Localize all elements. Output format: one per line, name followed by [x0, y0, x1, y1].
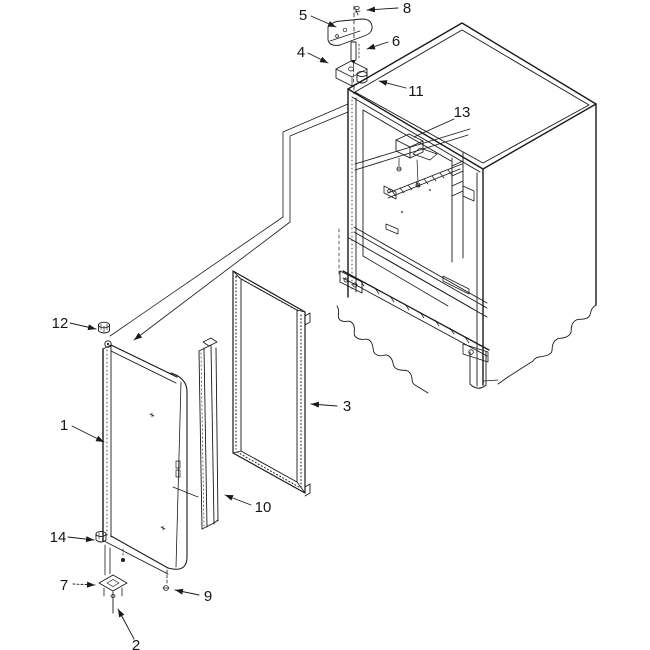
- callout-label-6: 6: [392, 33, 400, 50]
- callout-label-7: 7: [60, 577, 68, 594]
- cabinet-outline: [337, 23, 596, 393]
- callout-labels: 1 2 3 4 5 6 7 8 9 10 11 12 13 14: [50, 0, 471, 650]
- callout-label-2: 2: [132, 637, 140, 650]
- callout-label-11: 11: [408, 83, 424, 100]
- door-gasket: [233, 271, 310, 496]
- center-hinge-bracket: [396, 134, 437, 187]
- leader-line-12: [70, 323, 96, 331]
- callout-label-10: 10: [255, 499, 272, 516]
- mullion-strip: [199, 338, 218, 529]
- callout-label-5: 5: [299, 7, 307, 24]
- hinge-grommet: [357, 72, 367, 84]
- leader-line-3: [311, 401, 337, 408]
- callout-label-13: 13: [454, 104, 471, 121]
- leader-lines: [68, 6, 454, 639]
- leader-line-14: [68, 536, 94, 543]
- hinge-cover: [328, 19, 372, 45]
- callout-label-3: 3: [343, 398, 351, 415]
- leader-line-9: [175, 588, 199, 595]
- leader-line-5: [311, 16, 336, 27]
- bottom-hinge-bracket: [99, 575, 127, 596]
- leader-line-11: [379, 80, 406, 88]
- bottom-hinge-pin: [111, 592, 115, 613]
- callout-label-4: 4: [297, 44, 305, 61]
- cabinet-interior: [343, 110, 489, 356]
- leader-line-6: [367, 42, 388, 49]
- top-hinge-bracket: [336, 61, 367, 86]
- refrigerator-door: [96, 322, 187, 613]
- leader-line-1: [72, 426, 104, 442]
- door-bottom-right-screw: [163, 570, 169, 590]
- door-bottom-cap: [96, 532, 106, 543]
- callout-label-12: 12: [52, 315, 69, 332]
- callout-label-9: 9: [204, 588, 212, 605]
- leader-line-2: [118, 609, 134, 639]
- door-bottom-screw: [121, 558, 125, 562]
- callout-label-14: 14: [50, 529, 67, 546]
- leader-line-13: [414, 119, 454, 137]
- leader-line-7: [73, 581, 95, 588]
- leader-line-8: [367, 6, 398, 13]
- door-top-cap: [99, 322, 110, 333]
- top-screw: [355, 6, 360, 15]
- projection-lines: [110, 104, 348, 497]
- door-hinge-hole: [105, 341, 111, 347]
- callout-label-8: 8: [403, 0, 411, 17]
- top-hinge-group: [328, 6, 372, 94]
- callout-label-1: 1: [60, 417, 68, 434]
- leader-line-4: [308, 53, 328, 63]
- leader-line-10: [225, 495, 251, 505]
